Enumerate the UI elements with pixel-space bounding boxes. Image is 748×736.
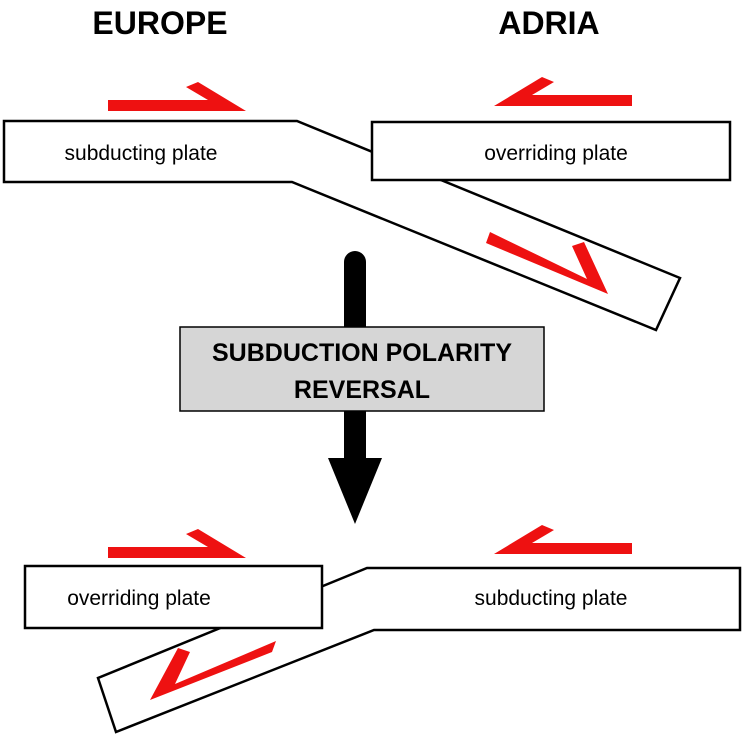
- top-subducting-plate: [2, 119, 682, 332]
- heading-europe: EUROPE: [92, 5, 227, 41]
- motion-arrow-right-icon: [108, 82, 246, 111]
- top-overriding-plate: [370, 120, 732, 182]
- motion-arrow-left-icon: [494, 77, 632, 106]
- reversal-box: [179, 326, 545, 412]
- motion-arrow-left-bottom-icon: [494, 525, 632, 554]
- heading-adria: ADRIA: [498, 5, 599, 41]
- slab-motion-arrow-bottom-icon: [150, 641, 276, 700]
- slab-motion-arrow-icon: [486, 232, 608, 294]
- bottom-overriding-label: overriding plate: [67, 587, 211, 610]
- reversal-label-line2: REVERSAL: [294, 376, 430, 404]
- bottom-overriding-plate: [23, 564, 324, 630]
- main-arrow-down-icon: [328, 458, 382, 524]
- bottom-subducting-label: subducting plate: [475, 587, 628, 610]
- top-overriding-label: overriding plate: [484, 142, 628, 165]
- reversal-label-line1: SUBDUCTION POLARITY: [212, 339, 512, 367]
- bottom-subducting-plate: [96, 566, 742, 734]
- motion-arrow-right-bottom-icon: [108, 529, 246, 558]
- top-subducting-label: subducting plate: [65, 142, 218, 165]
